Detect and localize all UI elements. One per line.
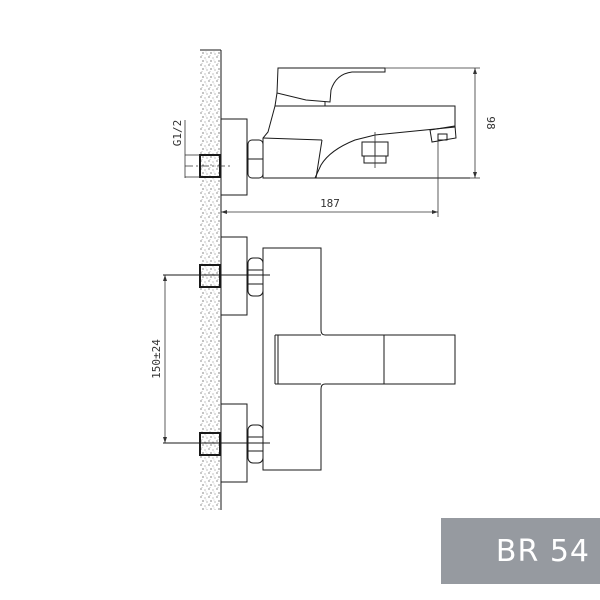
dimension-thread-text: G1/2 xyxy=(171,120,184,147)
dimension-projection-text: 187 xyxy=(320,197,340,210)
spout-front xyxy=(274,334,385,385)
dimension-height-text: 98 xyxy=(484,116,497,129)
diverter-knob xyxy=(361,132,389,168)
wall xyxy=(200,49,222,510)
model-label-text: BR 54 xyxy=(495,533,590,569)
lever-handle-side xyxy=(274,67,386,107)
inlet-pipe-upper xyxy=(199,264,221,288)
side-view: 98 187 G1/2 xyxy=(171,67,497,217)
dimension-inlet-spacing-text: 150±24 xyxy=(150,339,163,379)
mixer-body-front xyxy=(262,247,456,471)
hex-nut-upper xyxy=(247,257,264,297)
dimension-projection: 187 xyxy=(221,140,439,217)
wall-flange-side xyxy=(221,118,248,196)
front-view: 150±24 xyxy=(150,236,456,483)
mixer-body-side xyxy=(262,105,470,179)
wall-flange-upper xyxy=(221,236,248,316)
dimension-thread: G1/2 xyxy=(171,120,200,178)
hex-nut-side xyxy=(247,139,264,179)
dimension-inlet-spacing: 150±24 xyxy=(150,275,167,443)
aerator-side xyxy=(429,125,457,143)
inlet-pipe-lower xyxy=(199,432,221,456)
dimension-height: 98 xyxy=(385,67,497,179)
hex-nut-lower xyxy=(247,424,264,464)
model-label: BR 54 xyxy=(441,518,600,584)
